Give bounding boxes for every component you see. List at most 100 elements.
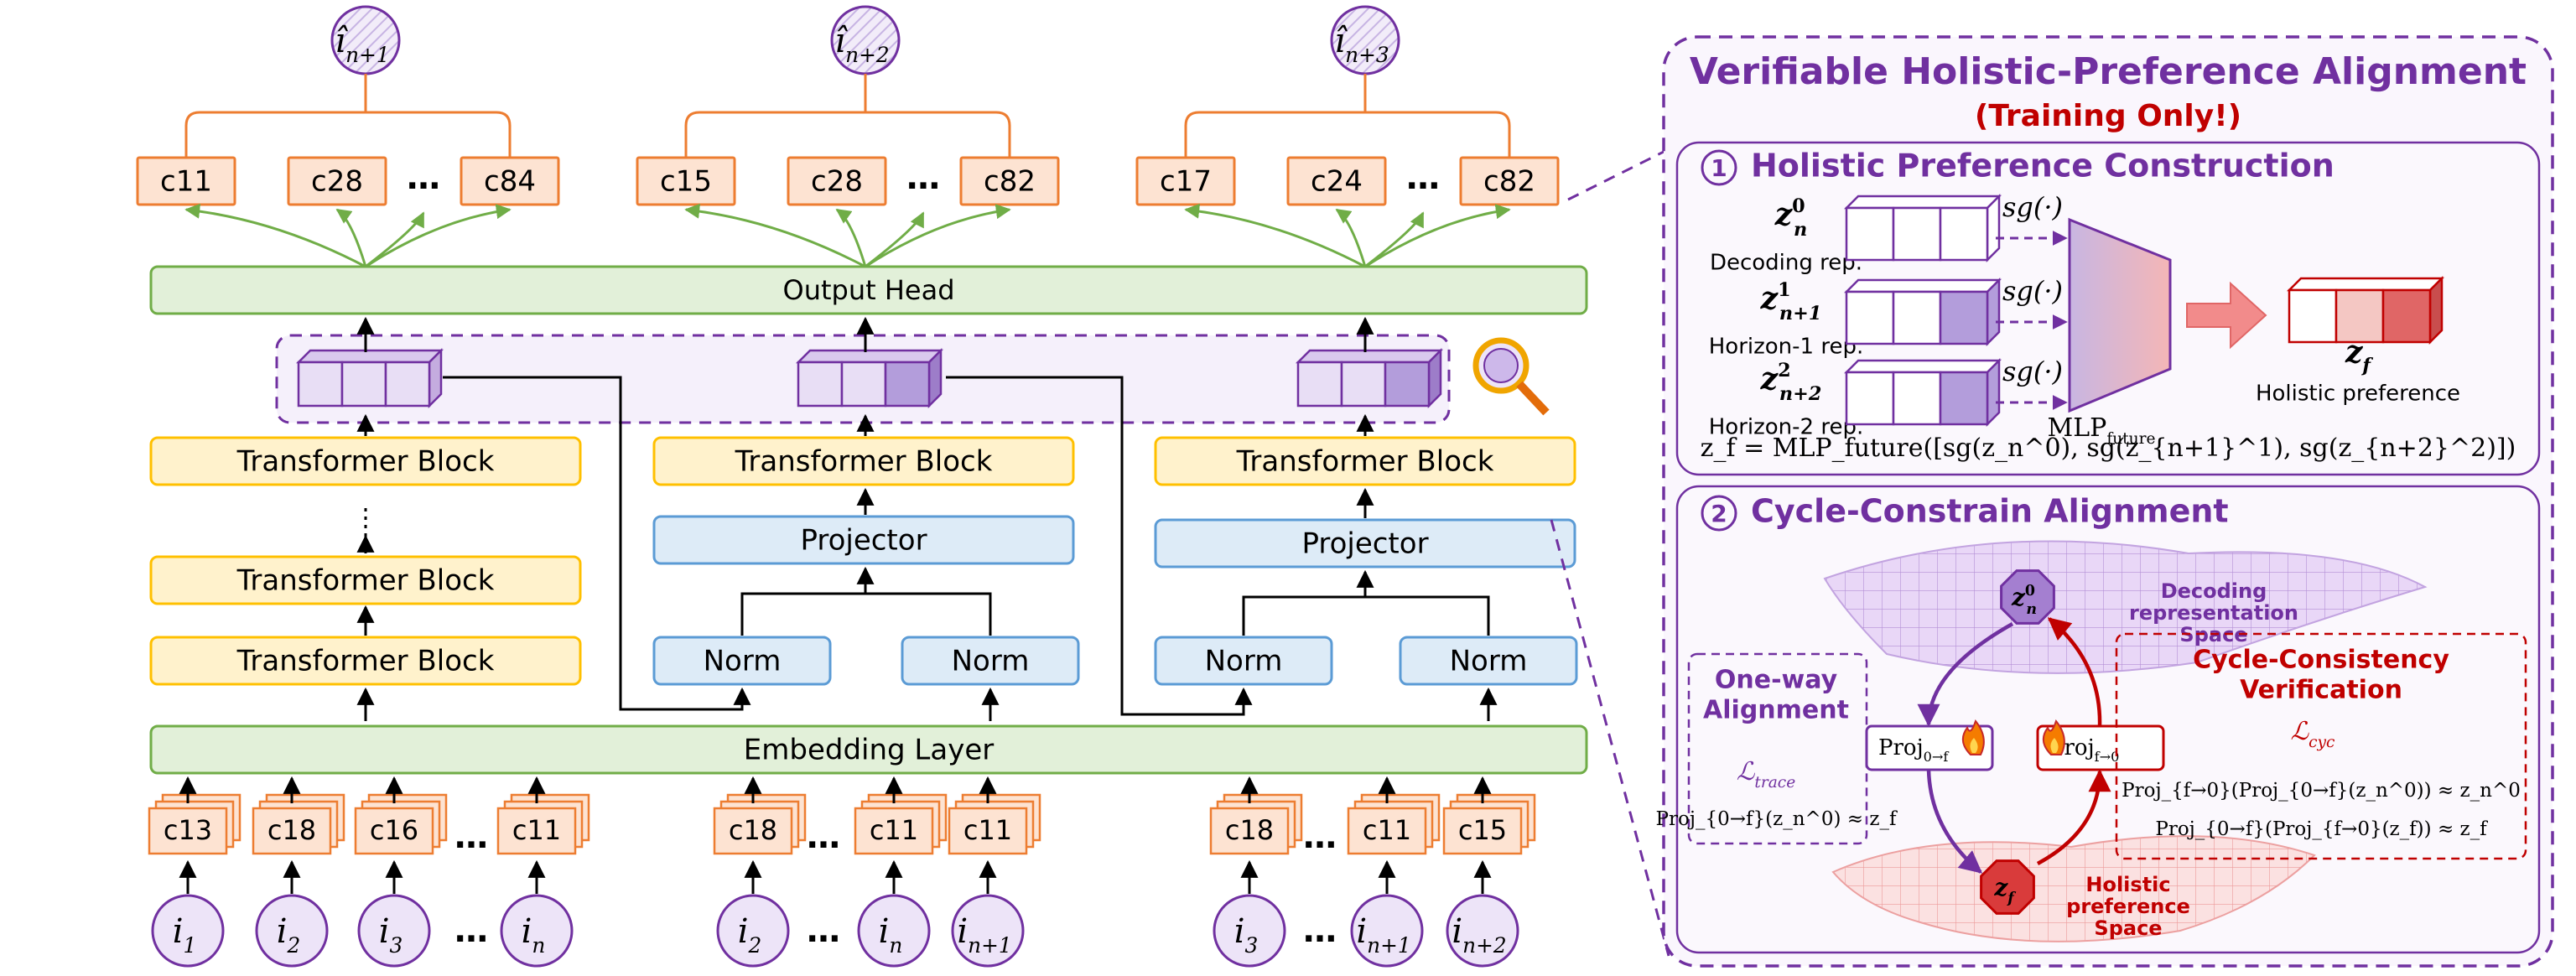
output-green-arrow (865, 211, 925, 268)
output-green-arrow (184, 203, 366, 268)
input-code-label: c11 (963, 814, 1012, 846)
input-code-card (496, 807, 577, 855)
input-code-label: c13 (164, 814, 212, 846)
output-green-arrow (1364, 204, 1511, 268)
decoding-space-label-2: representation (2129, 601, 2298, 625)
input-code-card (713, 807, 793, 855)
output-code-c15: c15 (636, 156, 736, 206)
row-cube-side (1986, 277, 2001, 347)
output-bracket (1184, 111, 1511, 158)
input-item-label: i2 (277, 912, 301, 958)
row-sg-label: sg(·) (2002, 356, 2063, 387)
zoom-connector-top (1567, 148, 1670, 201)
input-code-card (948, 807, 1028, 855)
output-code-c17: c17 (1135, 156, 1236, 206)
one-way-arrow-bottom (1926, 769, 1983, 874)
zf-cube-side (2428, 275, 2444, 345)
projector-col2-label: Projector (800, 524, 927, 558)
output-code-c24-rect (1286, 156, 1387, 206)
transformer-block-col1-top: Transformer Block (149, 436, 582, 486)
input-item-label: i3 (379, 912, 403, 958)
transformer-block-col3: Transformer Block (1154, 436, 1576, 486)
input-item-circle (716, 894, 790, 968)
input-code-card (1442, 807, 1523, 855)
row-cube (1843, 193, 2002, 263)
input-code-ellipsis: … (1303, 818, 1337, 856)
horizon1-rep-cube-cell-0 (797, 361, 844, 408)
transformer-block-col2-rect (652, 436, 1075, 486)
output-green-arrow (365, 211, 425, 268)
input-item-circle (500, 894, 574, 968)
output-green-arrow (1364, 211, 1425, 268)
horizon2-rep-cube (1295, 347, 1444, 409)
input-item-ellipsis: … (1303, 911, 1337, 950)
row-cube-cell-2 (1939, 371, 1989, 426)
output-code-c24: c24 (1286, 156, 1387, 206)
output-code-c15-label: c15 (660, 165, 712, 199)
holistic-space-label-3: Space (2094, 916, 2162, 940)
input-item-label: i3 (1234, 912, 1259, 958)
magnifier-handle (1516, 381, 1550, 416)
alignment-subtitle: (Training Only!) (1975, 99, 2241, 133)
input-code-label: c11 (870, 814, 918, 846)
input-item-label: in+1 (1356, 912, 1410, 958)
row-cube-cell-2 (1939, 206, 1989, 262)
decoding-rep-cube-cell-1 (340, 361, 387, 408)
input-item-label: in+2 (1452, 912, 1506, 958)
row-cube-cell-1 (1892, 206, 1942, 262)
output-code-c84: c84 (460, 156, 560, 206)
input-item-ellipsis: … (454, 911, 488, 950)
output-code-ellipsis: … (1406, 158, 1440, 197)
cycle-equation-1: Proj_{f→0}(Proj_{0→f}(z_n^0)) ≈ z_n^0 (2122, 780, 2521, 802)
input-code-card (1347, 807, 1427, 855)
norm-col3-right-rect (1399, 636, 1578, 686)
zf-cube-top (2286, 277, 2445, 292)
projector-col2-rect (652, 515, 1075, 565)
transformer-block-col1-top-label: Transformer Block (236, 445, 495, 479)
transformer-block-col1-mid-label: Transformer Block (236, 564, 495, 598)
fire-icon-core (1970, 738, 1978, 753)
cycle-title-2: Verification (2240, 676, 2402, 705)
output-code-c28-label: c28 (311, 165, 363, 199)
row-label: Horizon-1 rep. (1709, 335, 1863, 360)
norm-col2-right: Norm (901, 636, 1080, 686)
output-code-c82-label: c82 (1483, 165, 1535, 199)
output-code-c11-label: c11 (160, 165, 212, 199)
output-item-label: în+1 (335, 22, 389, 67)
output-green-arrow (835, 208, 867, 267)
norm-col2-left-label: Norm (704, 645, 782, 678)
node-zn0 (2000, 569, 2055, 625)
zf-cube-cell-2 (2381, 288, 2432, 344)
norm-col2-right-rect (901, 636, 1080, 686)
section1-number: 1 (1711, 154, 1727, 182)
input-item-ellipsis: … (807, 911, 840, 950)
norm-col3-right-label: Norm (1450, 645, 1528, 678)
transformer-block-col1-bottom: Transformer Block (149, 636, 582, 686)
zf-cube-cell-1 (2334, 288, 2385, 344)
projector-col3: Projector (1154, 518, 1576, 568)
output-code-c17-label: c17 (1160, 165, 1212, 199)
input-item-circle (1213, 894, 1286, 968)
input-item-label: i1 (173, 912, 197, 958)
output-code-c11: c11 (136, 156, 236, 206)
norm-col3-right: Norm (1399, 636, 1578, 686)
right-panel: Verifiable Holistic-Preference Alignment… (1550, 35, 2554, 968)
output-head-rect (149, 265, 1588, 315)
output-green-arrow (1335, 208, 1367, 267)
horizon2-rep-cube-cell-0 (1296, 361, 1343, 408)
zf-symbol: zf (2345, 335, 2373, 376)
output-head: Output Head (149, 265, 1588, 315)
decoding-space-surface (1823, 540, 2428, 674)
input-code-card (148, 807, 228, 855)
decoding-rep-cube (295, 347, 444, 409)
horizon2-rep-cube-cell-2 (1384, 361, 1431, 408)
output-code-c82-label: c82 (984, 165, 1036, 199)
mlp-future-block (2068, 217, 2172, 413)
horizon1-rep-cube-cell-2 (884, 361, 931, 408)
embedding-layer: Embedding Layer (149, 724, 1588, 775)
input-item-circle (1446, 894, 1519, 968)
output-code-c28-label: c28 (811, 165, 863, 199)
